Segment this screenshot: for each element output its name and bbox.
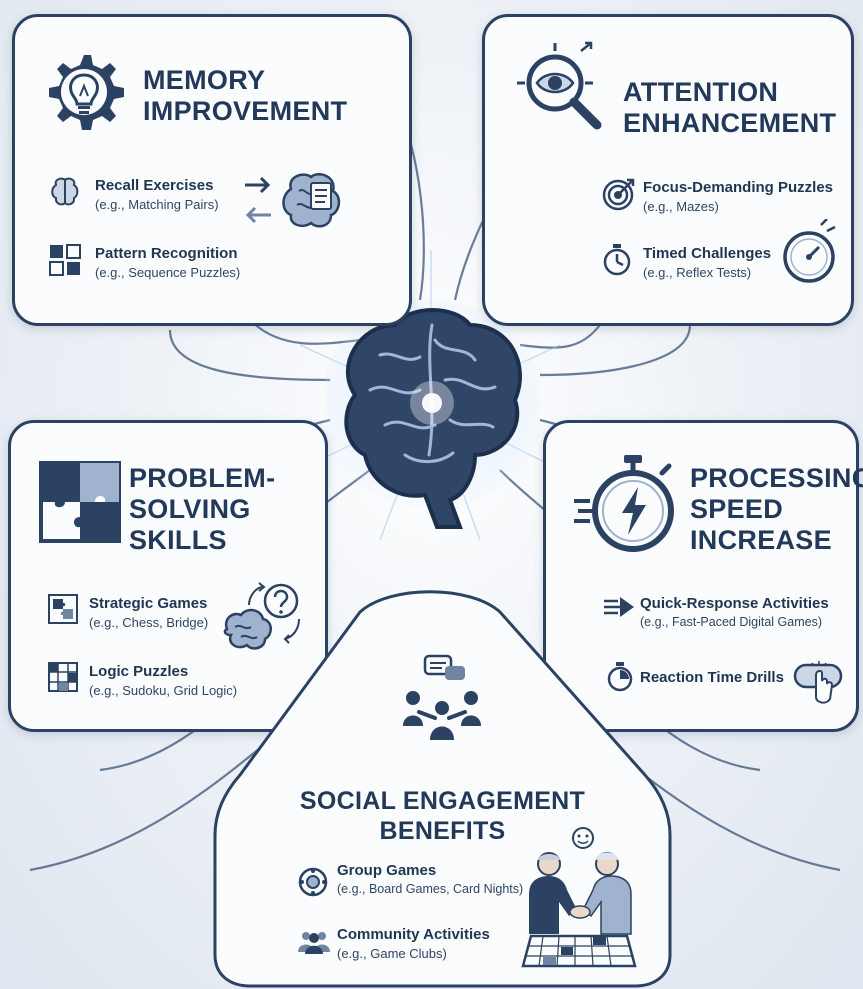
social-title-line1: SOCIAL ENGAGEMENT	[299, 787, 586, 815]
magnifier-eye-icon	[517, 41, 602, 130]
memory-item1-title: Recall Exercises	[95, 177, 214, 194]
attention-title-line1: ATTENTION	[623, 77, 779, 107]
puzzle-piece-icon	[48, 594, 78, 624]
speed-title-line3: INCREASE	[690, 525, 832, 555]
attention-item1-title: Focus-Demanding Puzzles	[643, 179, 834, 196]
people-group-icon	[298, 932, 330, 954]
problem-title-line2: SOLVING	[129, 494, 251, 524]
memory-item2-sub: (e.g., Sequence Puzzles)	[95, 265, 241, 280]
gear-lightbulb-icon	[49, 55, 124, 130]
memory-improvement-card: MEMORY IMPROVEMENT Recall Exercises (e.g…	[12, 14, 412, 326]
timer-icon	[607, 662, 633, 692]
social-title: SOCIAL ENGAGEMENT BENEFITS	[215, 786, 670, 846]
attention-title: ATTENTION ENHANCEMENT	[623, 77, 836, 139]
attention-item1-sub: (e.g., Mazes)	[643, 199, 719, 214]
social-item1-sub: (e.g., Board Games, Card Nights)	[337, 882, 524, 896]
brain-document-icon	[282, 173, 341, 228]
speed-title: PROCESSING SPEED INCREASE	[690, 463, 863, 556]
speed-title-line2: SPEED	[690, 494, 784, 524]
stopwatch-icon	[603, 244, 631, 276]
memory-item1-sub: (e.g., Matching Pairs)	[95, 197, 219, 212]
speed-item2-title: Reaction Time Drills	[640, 669, 784, 686]
jigsaw-puzzle-icon	[39, 461, 121, 543]
memory-title-line2: IMPROVEMENT	[143, 96, 348, 126]
swap-arrows-icon	[245, 176, 271, 224]
memory-title: MEMORY IMPROVEMENT	[143, 65, 347, 127]
puzzle-pieces-icon	[49, 244, 81, 276]
handshake-board-game-illustration	[521, 827, 637, 968]
stopwatch-lightning-icon	[574, 455, 674, 552]
problem-solving-card: PROBLEM- SOLVING SKILLS Strategic Games …	[8, 420, 328, 732]
community-chat-icon	[403, 654, 481, 740]
problem-item1-sub: (e.g., Chess, Bridge)	[89, 615, 209, 630]
grid-icon	[48, 662, 78, 692]
social-engagement-card: SOCIAL ENGAGEMENT BENEFITS Group Games (…	[215, 600, 670, 986]
social-item1-title: Group Games	[337, 862, 437, 879]
attention-item2-sub: (e.g., Reflex Tests)	[643, 265, 752, 280]
attention-item2-title: Timed Challenges	[643, 245, 772, 262]
attention-title-line2: ENHANCEMENT	[623, 108, 837, 138]
problem-item2-title: Logic Puzzles	[89, 663, 189, 680]
problem-title: PROBLEM- SOLVING SKILLS	[129, 463, 275, 556]
problem-item1-title: Strategic Games	[89, 595, 208, 612]
processing-speed-card: PROCESSING SPEED INCREASE Quick-Response…	[543, 420, 863, 732]
fast-arrow-icon	[604, 597, 634, 617]
brain-icon	[51, 177, 79, 206]
problem-item2-sub: (e.g., Sudoku, Grid Logic)	[89, 683, 238, 698]
attention-enhancement-card: ATTENTION ENHANCEMENT Focus-Demanding Pu…	[482, 14, 854, 326]
round-table-icon	[298, 867, 328, 897]
clock-dial-icon	[783, 219, 836, 283]
brain-question-icon	[223, 582, 300, 650]
social-title-line2: BENEFITS	[379, 817, 506, 845]
memory-item2-title: Pattern Recognition	[95, 245, 238, 262]
problem-title-line3: SKILLS	[129, 525, 227, 555]
speed-item1-sub: (e.g., Fast-Paced Digital Games)	[640, 615, 823, 629]
tap-button-icon	[793, 661, 843, 704]
target-icon	[602, 178, 635, 211]
speed-title-line1: PROCESSING	[690, 463, 863, 493]
social-item2-sub: (e.g., Game Clubs)	[337, 946, 447, 961]
speed-item1-title: Quick-Response Activities	[640, 595, 829, 612]
memory-title-line1: MEMORY	[143, 65, 266, 95]
problem-title-line1: PROBLEM-	[129, 463, 276, 493]
social-item2-title: Community Activities	[337, 926, 490, 943]
central-brain-icon	[325, 300, 540, 529]
